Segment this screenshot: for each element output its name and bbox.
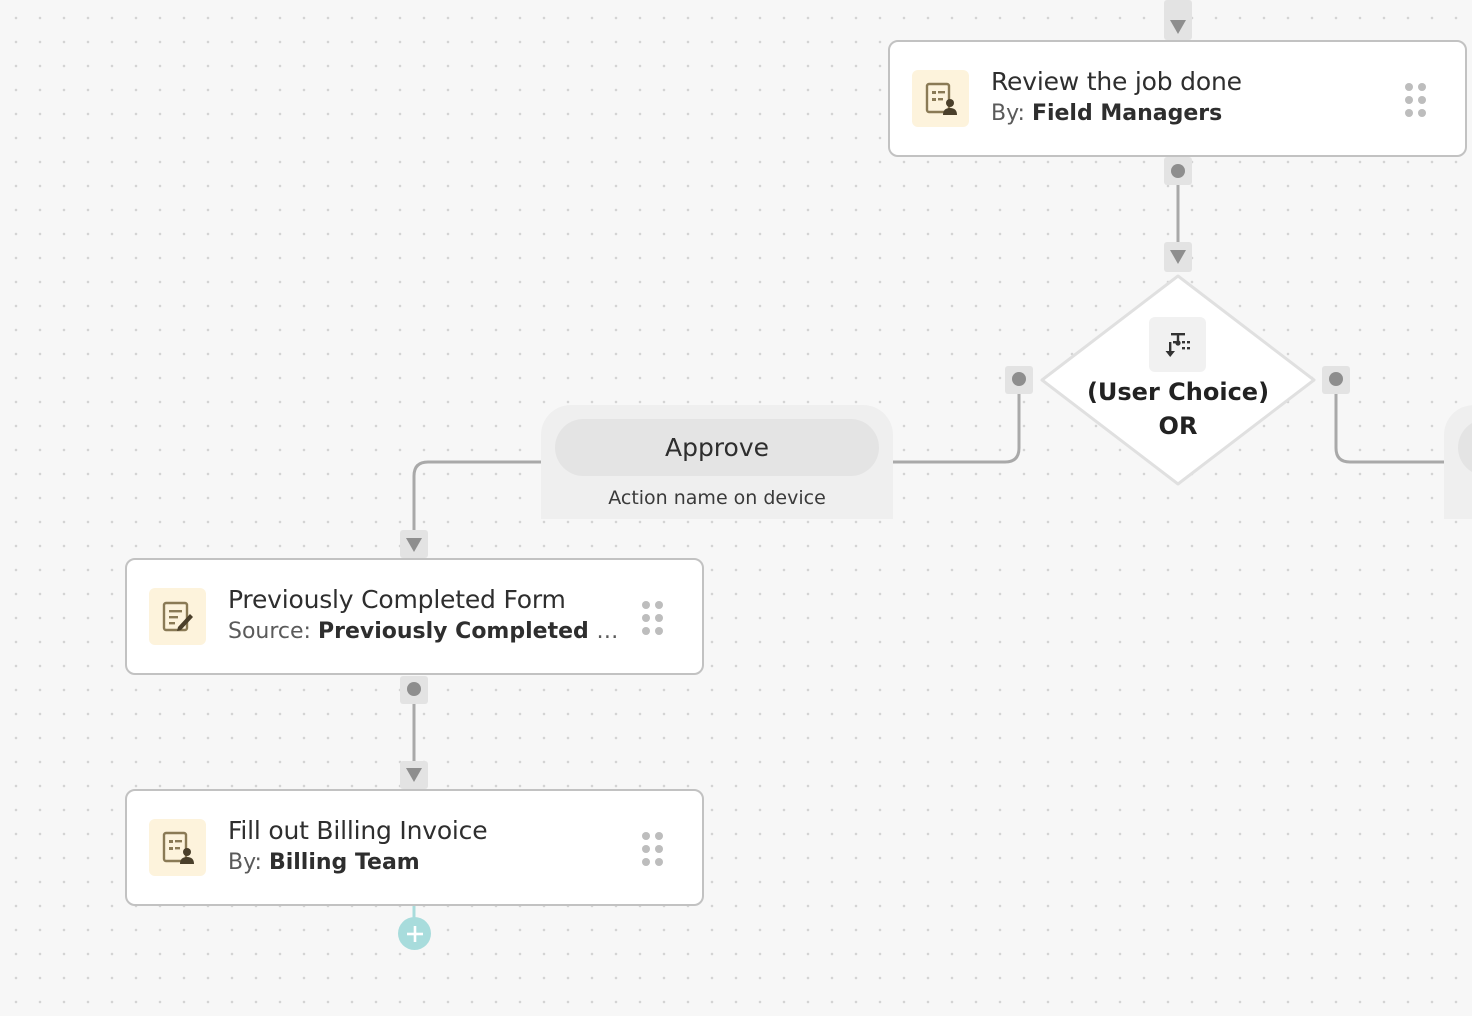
drag-handle-icon[interactable]: [1405, 83, 1427, 117]
node-sub-label: Source:: [228, 619, 311, 644]
node-subtitle: Source: Previously Completed For...: [228, 616, 628, 648]
arrow-billing-in: [406, 768, 422, 782]
port-decision-left: [1012, 372, 1026, 386]
plus-icon: [406, 925, 423, 942]
decision-label-line1: (User Choice): [1086, 378, 1270, 406]
node-fill-billing-invoice[interactable]: Fill out Billing Invoice By: Billing Tea…: [125, 789, 704, 906]
connector-approve-previous: [412, 460, 543, 540]
connector-decision-right: [1334, 378, 1446, 464]
drag-handle-icon[interactable]: [642, 601, 664, 635]
add-step-button[interactable]: [398, 917, 431, 950]
assigned-form-icon: [149, 819, 206, 876]
node-sub-label: By:: [228, 850, 262, 875]
node-sub-value: Field Managers: [1031, 101, 1223, 126]
node-sub-value: Billing Team: [268, 850, 420, 875]
port-previous-out: [407, 682, 421, 696]
node-title: Previously Completed Form: [228, 585, 566, 614]
port-review-out: [1171, 164, 1185, 178]
arrow-top-in: [1170, 20, 1186, 34]
node-previously-completed-form[interactable]: Previously Completed Form Source: Previo…: [125, 558, 704, 675]
branch-split-icon: [1149, 317, 1206, 372]
connector-decision-left: [891, 378, 1021, 464]
arrow-previous-in: [406, 538, 422, 552]
node-subtitle: By: Field Managers: [991, 98, 1391, 130]
node-review-job[interactable]: Review the job done By: Field Managers: [888, 40, 1467, 157]
decision-label-line2: OR: [1158, 412, 1198, 440]
form-edit-icon: [149, 588, 206, 645]
node-title: Review the job done: [991, 67, 1242, 96]
branch-approve-button[interactable]: Approve: [555, 419, 879, 476]
port-decision-right: [1329, 372, 1343, 386]
node-sub-value: Previously Completed For...: [317, 619, 628, 644]
node-subtitle: By: Billing Team: [228, 847, 628, 879]
arrow-decision-in: [1170, 250, 1186, 264]
node-sub-label: By:: [991, 101, 1025, 126]
branch-right-button[interactable]: [1458, 419, 1472, 476]
drag-handle-icon[interactable]: [642, 832, 664, 866]
node-title: Fill out Billing Invoice: [228, 816, 488, 845]
assigned-form-icon: [912, 70, 969, 127]
branch-approve-caption: Action name on device: [608, 487, 826, 509]
